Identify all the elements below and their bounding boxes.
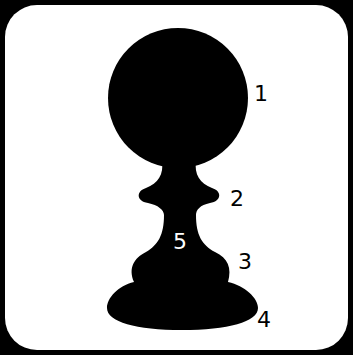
pawn-body <box>107 160 258 330</box>
callout-number: 4 <box>257 309 271 331</box>
callout-number: 2 <box>230 188 244 210</box>
callout-number: 3 <box>238 251 252 273</box>
callout-number: 1 <box>254 83 268 105</box>
callout-number: 5 <box>173 231 187 253</box>
pawn-head <box>108 28 248 168</box>
card <box>5 5 348 350</box>
